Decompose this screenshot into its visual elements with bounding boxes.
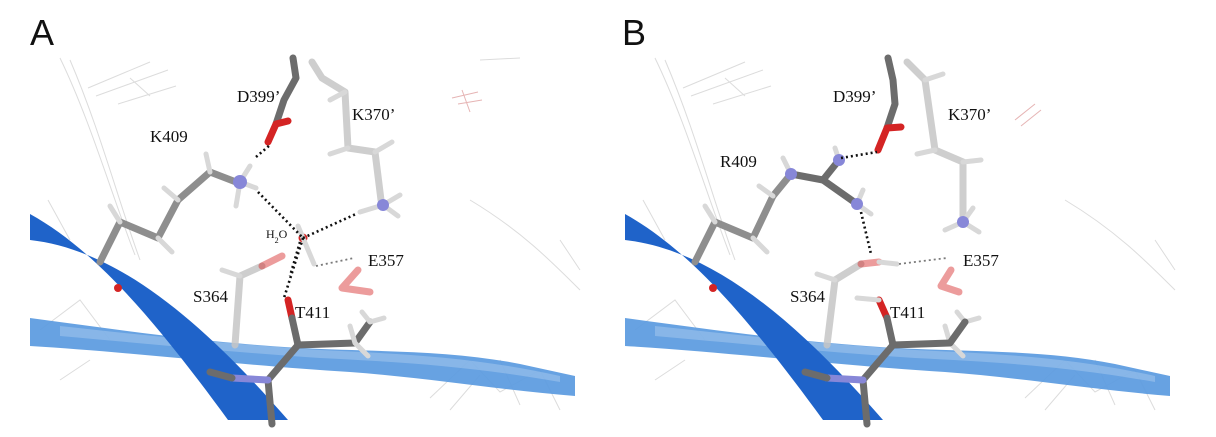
label-water-h: H — [266, 227, 275, 241]
ribbon-strand-dark — [625, 214, 883, 420]
hbond-water-e357 — [315, 257, 355, 267]
wire-lines — [1014, 103, 1042, 127]
k409-hydrogens — [107, 151, 259, 255]
label-e357: E357 — [963, 251, 999, 270]
s364-hydrogens — [219, 267, 243, 279]
wire-lines — [682, 61, 772, 105]
residue-d399 — [874, 54, 905, 154]
r409-side-chain — [691, 170, 795, 266]
panel-b: B D399’ K370’ R409 E357 S364 T411 — [622, 12, 1176, 428]
t411-hydrogens — [347, 309, 387, 359]
residue-k409 — [96, 151, 259, 266]
wire-lines — [642, 57, 736, 261]
hydrogen-bonds — [255, 144, 357, 299]
label-k370: K370’ — [352, 105, 395, 124]
ribbon-oxygen-atom — [114, 284, 122, 292]
t411-backbone-link — [206, 368, 236, 382]
label-s364: S364 — [193, 287, 228, 306]
label-d399: D399’ — [833, 87, 876, 106]
d399-side-chain — [272, 54, 300, 128]
r409-nitrogen-atom — [785, 168, 797, 180]
residue-r409 — [691, 145, 874, 266]
protein-ribbon — [30, 214, 575, 420]
label-water: H2O — [266, 227, 288, 245]
k370-hydrogens — [914, 71, 984, 235]
s364-oxygen — [857, 258, 883, 268]
residue-e357 — [338, 266, 374, 296]
k409-nitrogen-atom — [233, 175, 247, 189]
t411-backbone — [288, 314, 374, 349]
t411-backbone-link — [801, 368, 831, 382]
t411-hydrogens — [854, 295, 982, 359]
label-d399: D399’ — [237, 87, 280, 106]
hbond-water-k370 — [302, 212, 357, 240]
residue-t411 — [206, 296, 387, 428]
residue-k370 — [308, 58, 403, 219]
hydrogen-bonds — [840, 150, 948, 265]
label-water-subscript: 2 — [275, 236, 279, 245]
residue-d399 — [264, 54, 300, 146]
k370-nitrogen-atom — [377, 199, 389, 211]
t411-backbone-nitrogen — [823, 374, 867, 384]
r409-nitrogen-atom — [833, 154, 845, 166]
k409-side-chain — [96, 168, 240, 266]
hbond-s364-e357 — [898, 257, 948, 265]
label-water-o: O — [279, 227, 288, 241]
residue-s364 — [219, 252, 286, 349]
ribbon-strand-dark — [30, 214, 288, 420]
hbond-r409-d399 — [840, 150, 878, 160]
panel-a: A D399’ K370’ K409 H2O E357 S364 T411 — [30, 12, 581, 428]
residue-s364 — [814, 258, 900, 349]
k370-side-chain — [903, 58, 967, 222]
background-wireframe — [39, 57, 581, 411]
label-r409: R409 — [720, 152, 757, 171]
d399-side-chain — [883, 54, 899, 132]
t411-backbone — [883, 314, 969, 349]
hbond-water-s364 — [288, 241, 302, 277]
label-e357: E357 — [368, 251, 404, 270]
water-hydrogens — [295, 223, 317, 267]
k370-nitrogen-atom — [957, 216, 969, 228]
e357-oxygens — [338, 266, 374, 296]
ribbon-oxygen-atom — [709, 284, 717, 292]
k370-hydrogens — [327, 89, 403, 219]
d399-oxygens — [874, 123, 905, 154]
label-s364: S364 — [790, 287, 825, 306]
ribbon-strand-light — [30, 318, 575, 396]
protein-ribbon — [625, 214, 1170, 420]
d399-oxygens — [264, 117, 292, 146]
s364-oxygen — [258, 252, 286, 270]
wire-lines — [87, 61, 177, 105]
k370-side-chain — [308, 58, 385, 204]
hbond-k409-d399 — [255, 144, 271, 158]
label-k409: K409 — [150, 127, 188, 146]
s364-side-chain — [823, 260, 865, 349]
wire-lines — [47, 57, 141, 261]
panel-letter: B — [622, 12, 646, 53]
label-t411: T411 — [890, 303, 925, 322]
label-k370: K370’ — [948, 105, 991, 124]
ribbon-strand-light — [625, 318, 1170, 396]
water-molecule — [295, 223, 317, 267]
s364-hydrogens — [814, 259, 900, 283]
residue-e357 — [937, 266, 963, 296]
wire-lines — [634, 199, 1176, 381]
hbond-r409-s364 — [859, 211, 873, 255]
panel-letter: A — [30, 12, 54, 53]
residue-k370 — [903, 58, 984, 235]
r409-nitrogen-atom — [851, 198, 863, 210]
wire-lines — [451, 89, 483, 113]
r409-guanidinium-arm — [819, 176, 861, 208]
t411-backbone-nitrogen — [228, 374, 272, 384]
wire-lines — [39, 57, 581, 381]
label-t411: T411 — [295, 303, 330, 322]
e357-oxygens — [937, 266, 963, 296]
hbond-k409-water — [257, 191, 304, 239]
residue-t411 — [801, 295, 982, 428]
r409-hydrogens — [702, 145, 874, 255]
r409-guanidinium — [787, 156, 843, 184]
